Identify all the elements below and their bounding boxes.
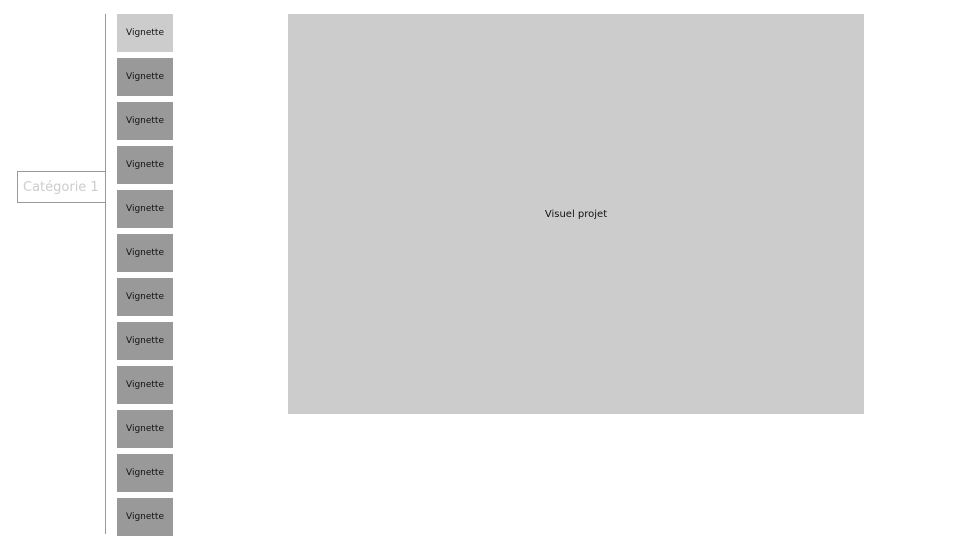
thumbnail-7[interactable]: Vignette (117, 278, 173, 316)
thumbnail-label: Vignette (125, 248, 164, 258)
thumbnail-3[interactable]: Vignette (117, 102, 173, 140)
thumbnail-label: Vignette (125, 336, 164, 346)
thumbnail-5[interactable]: Vignette (117, 190, 173, 228)
thumbnail-8[interactable]: Vignette (117, 322, 173, 360)
thumbnail-label: Vignette (125, 204, 164, 214)
project-visual: Visuel projet (288, 14, 864, 414)
thumbnail-label: Vignette (125, 160, 164, 170)
thumbnail-11[interactable]: Vignette (117, 454, 173, 492)
thumbnail-label: Vignette (125, 72, 164, 82)
category-tab[interactable]: Catégorie 1 (17, 171, 105, 203)
thumbnail-2[interactable]: Vignette (117, 58, 173, 96)
thumbnail-label: Vignette (125, 116, 164, 126)
thumbnail-10[interactable]: Vignette (117, 410, 173, 448)
thumbnail-1[interactable]: Vignette (117, 14, 173, 52)
thumbnail-label: Vignette (125, 468, 164, 478)
thumbnail-label: Vignette (125, 28, 164, 38)
thumbnail-label: Vignette (125, 512, 164, 522)
category-connector-line (105, 14, 106, 534)
thumbnail-label: Vignette (125, 292, 164, 302)
thumbnail-9[interactable]: Vignette (117, 366, 173, 404)
project-visual-label: Visuel projet (544, 208, 608, 220)
thumbnail-4[interactable]: Vignette (117, 146, 173, 184)
thumbnail-label: Vignette (125, 380, 164, 390)
thumbnail-label: Vignette (125, 424, 164, 434)
thumbnail-6[interactable]: Vignette (117, 234, 173, 272)
thumbnail-12[interactable]: Vignette (117, 498, 173, 536)
